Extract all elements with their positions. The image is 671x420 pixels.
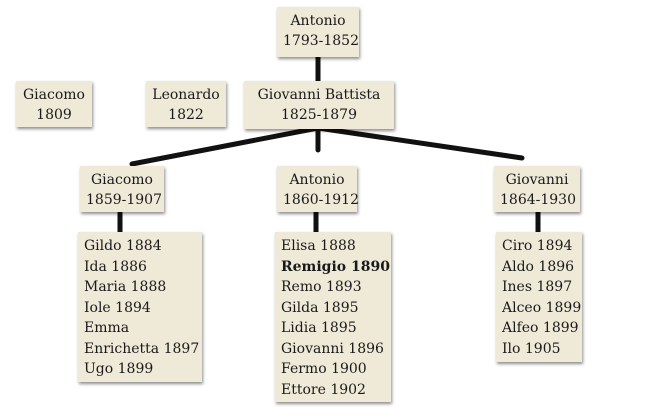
list-item: Gildo 1884 [84, 238, 162, 254]
node-name: Giovanni [505, 172, 569, 188]
list-item: Alceo 1899 [502, 299, 582, 316]
list-item: Enrichetta 1897 [84, 340, 200, 357]
node-years: 1864-1930 [500, 192, 576, 208]
list-item: Gilda 1895 [281, 299, 359, 316]
list-item: Fermo 1900 [281, 361, 367, 377]
list-item: Ilo 1905 [502, 340, 561, 357]
node-root: Giovanni Battista 1825-1879 [244, 81, 394, 129]
list-item: Aldo 1896 [502, 258, 575, 275]
children-list-antonio: Elisa 1888 Remigio 1890 Remo 1893 Gilda … [275, 232, 391, 402]
node-branch-antonio: Antonio 1860-1912 [277, 166, 359, 212]
node-name: Antonio [289, 172, 345, 188]
children-list-giovanni: Ciro 1894 Aldo 1896 Ines 1897 Alceo 1899… [496, 232, 582, 362]
list-item: Remo 1893 [281, 279, 362, 295]
list-item: Elisa 1888 [281, 238, 356, 254]
node-name: Giacomo [23, 87, 85, 103]
list-item: Lidia 1895 [281, 320, 357, 336]
connector-root-giovanni [315, 125, 525, 161]
node-branch-giovanni: Giovanni 1864-1930 [494, 166, 580, 212]
node-name: Giacomo [91, 172, 153, 188]
list-item: Iole 1894 [84, 299, 151, 316]
node-top-ancestor: Antonio 1793-1852 [277, 7, 359, 57]
list-item: Ines 1897 [502, 279, 573, 295]
node-sibling-leonardo: Leonardo 1822 [146, 81, 226, 127]
list-item: Ciro 1894 [502, 238, 573, 254]
list-item: Ida 1886 [84, 258, 147, 275]
node-sibling-giacomo: Giacomo 1809 [16, 81, 92, 127]
node-branch-giacomo: Giacomo 1859-1907 [80, 166, 164, 212]
list-item: Alfeo 1899 [502, 320, 579, 336]
node-name: Leonardo [152, 87, 220, 103]
list-item: Ugo 1899 [84, 361, 154, 377]
node-years: 1793-1852 [283, 33, 359, 49]
node-years: 1859-1907 [86, 192, 162, 208]
list-item: Giovanni 1896 [281, 340, 384, 357]
children-list-giacomo: Gildo 1884 Ida 1886 Maria 1888 Iole 1894… [78, 232, 202, 382]
list-item-highlighted: Remigio 1890 [281, 258, 390, 275]
node-years: 1860-1912 [283, 192, 359, 208]
node-years: 1809 [36, 107, 72, 123]
node-name: Antonio [290, 13, 346, 29]
connector-root-giacomo [129, 125, 321, 167]
list-item: Emma [84, 320, 130, 336]
list-item: Maria 1888 [84, 279, 167, 295]
node-years: 1825-1879 [281, 107, 357, 123]
node-name: Giovanni Battista [257, 87, 381, 103]
list-item: Ettore 1902 [281, 381, 366, 398]
node-years: 1822 [168, 107, 204, 123]
